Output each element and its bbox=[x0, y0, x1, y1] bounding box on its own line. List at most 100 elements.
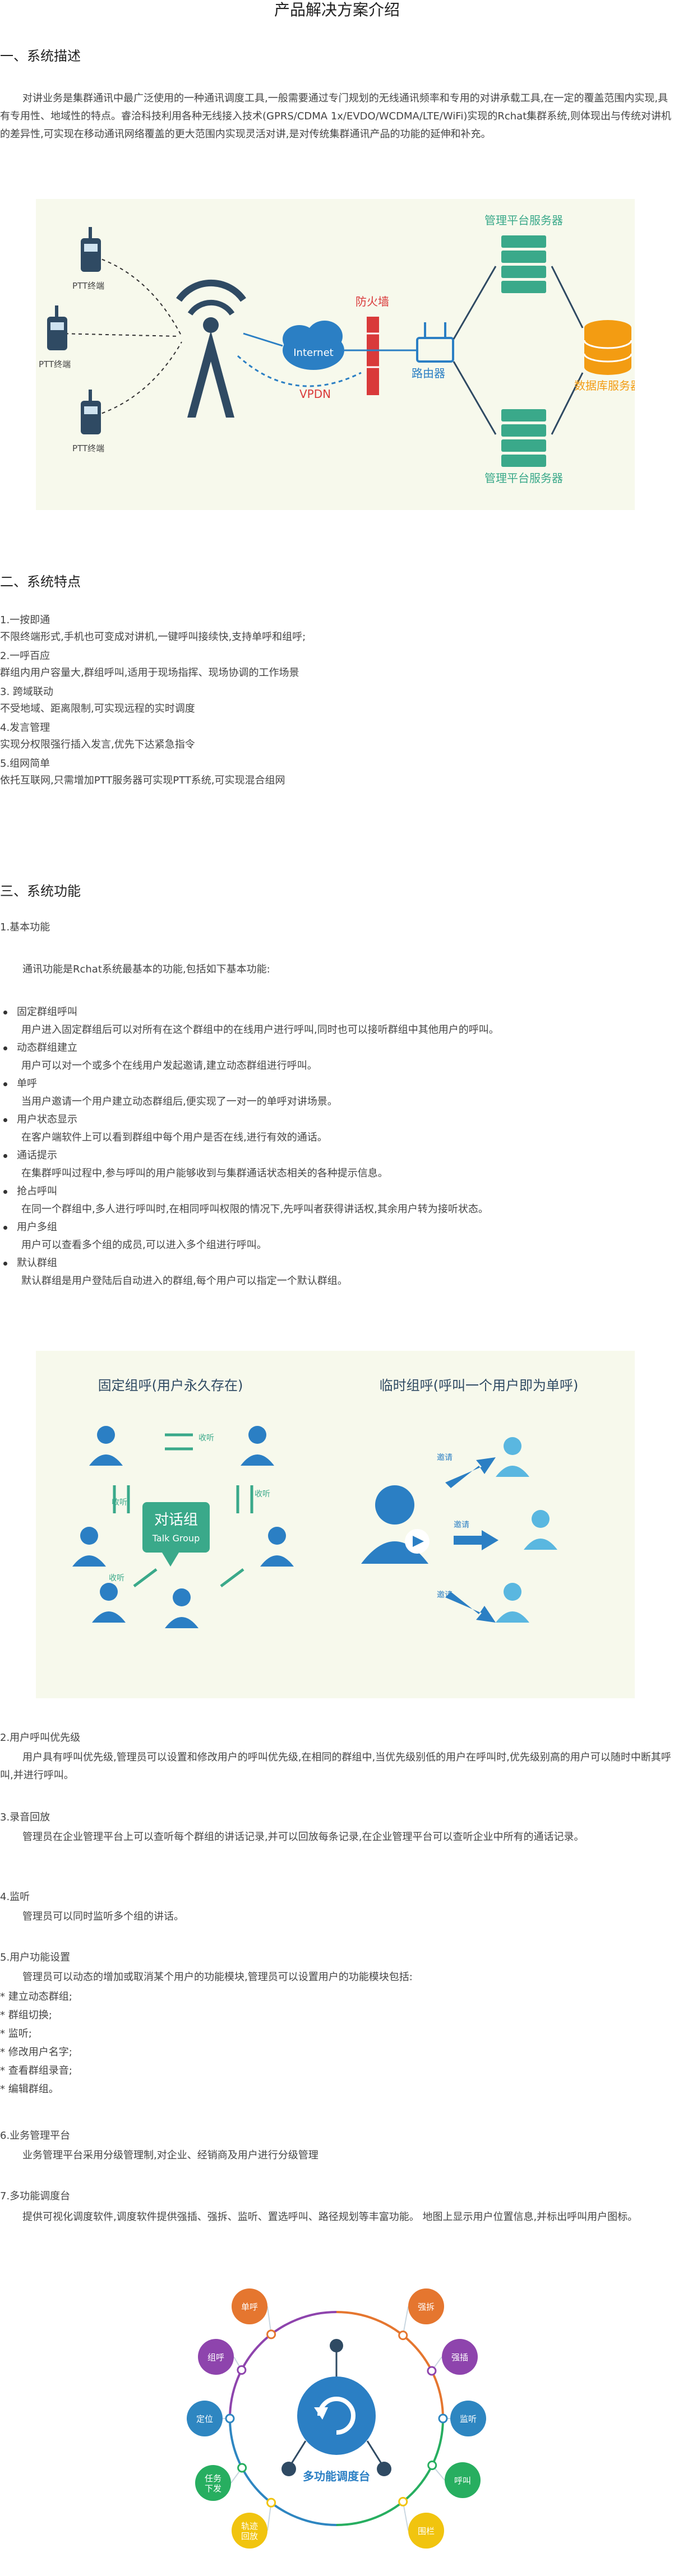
svg-text:收听: 收听 bbox=[255, 1490, 270, 1499]
dispatch-title: 7.多功能调度台 bbox=[0, 2190, 71, 2202]
basic-function-item: 默认群组默认群组是用户登陆后自动进入的群组,每个用户可以指定一个默认群组。 bbox=[0, 1254, 674, 1290]
usermgmt-item: * 编辑群组。 bbox=[0, 2080, 72, 2098]
dispatch-node-label: 组呼 bbox=[207, 2352, 224, 2362]
dispatch-console-diagram: 多功能调度台 单呼强拆组呼强插定位监听任务下发呼叫轨迹回放围栏 bbox=[129, 2273, 544, 2564]
basic-function-item: 动态群组建立用户可以对一个或多个在线用户发起邀请,建立动态群组进行呼叫。 bbox=[0, 1039, 674, 1075]
priority-desc: 用户具有呼叫优先级,管理员可以设置和修改用户的呼叫优先级,在相同的群组中,当优先… bbox=[0, 1752, 671, 1781]
firewall-icon bbox=[367, 317, 379, 395]
basic-function-intro: 通讯功能是Rchat系统最基本的功能,包括如下基本功能: bbox=[22, 963, 270, 975]
feature-title: 3. 跨域联动 bbox=[0, 686, 53, 698]
dispatch-node: 组呼 bbox=[198, 2339, 234, 2375]
basic-function-title: 1.基本功能 bbox=[0, 921, 50, 933]
basic-function-name: 通话提示 bbox=[17, 1150, 57, 1161]
tower-icon bbox=[176, 279, 246, 418]
ptt-terminal-label: PTT终端 bbox=[72, 443, 104, 453]
ptt-terminal-label: PTT终端 bbox=[72, 281, 104, 291]
feature-desc: 不限终端形式,手机也可变成对讲机,一键呼叫接续快,支持单呼和组呼; bbox=[0, 631, 306, 643]
dispatch-ring-dot bbox=[237, 2365, 247, 2375]
dispatch-console-svg: 多功能调度台 单呼强拆组呼强插定位监听任务下发呼叫轨迹回放围栏 bbox=[187, 2288, 486, 2549]
firewall-label: 防火墙 bbox=[356, 295, 389, 308]
dispatch-ring-dot bbox=[398, 2331, 408, 2341]
basic-function-desc: 当用户邀请一个用户建立动态群组后,便实现了一对一的单呼对讲场景。 bbox=[21, 1096, 338, 1108]
feature-title: 1.一按即通 bbox=[0, 614, 50, 626]
usermgmt-item-text: 群组切换; bbox=[8, 2009, 52, 2021]
network-diagram: PTT终端 PTT终端 PTT终端 Internet VPDN bbox=[36, 199, 641, 510]
basic-function-desc: 默认群组是用户登陆后自动进入的群组,每个用户可以指定一个默认群组。 bbox=[21, 1275, 348, 1287]
basic-function-item: 用户多组用户可以查看多个组的成员,可以进入多个组进行呼叫。 bbox=[0, 1218, 674, 1254]
router-label: 路由器 bbox=[412, 367, 445, 380]
usermgmt-item-text: 修改用户名字; bbox=[8, 2046, 72, 2058]
internet-cloud-icon: Internet bbox=[283, 321, 344, 370]
dispatch-ring-dot bbox=[237, 2463, 247, 2473]
feature-title: 4.发言管理 bbox=[0, 722, 50, 734]
dispatch-desc: 提供可视化调度软件,调度软件提供强插、强拆、监听、置选呼叫、路径规划等丰富功能。… bbox=[22, 2211, 638, 2223]
dispatch-node: 呼叫 bbox=[445, 2462, 481, 2498]
usermgmt-title: 5.用户功能设置 bbox=[0, 1952, 71, 1963]
group-call-diagram: 固定组呼(用户永久存在) 临时组呼(呼叫一个用户即为单呼) 对话组 Talk G… bbox=[36, 1351, 635, 1698]
platform-title: 6.业务管理平台 bbox=[0, 2130, 71, 2142]
network-diagram-svg: PTT终端 PTT终端 PTT终端 Internet VPDN bbox=[39, 214, 641, 485]
dispatch-ring-dot bbox=[225, 2413, 235, 2424]
dispatch-node-circle bbox=[408, 2513, 444, 2549]
dispatch-ring-dot bbox=[427, 2460, 437, 2470]
dispatch-node: 轨迹回放 bbox=[232, 2513, 267, 2549]
ptt-terminal-label: PTT终端 bbox=[39, 359, 71, 369]
dispatch-node: 定位 bbox=[187, 2401, 223, 2436]
dispatch-node: 单呼 bbox=[232, 2288, 267, 2324]
dispatch-node-label: 任务下发 bbox=[205, 2473, 221, 2494]
dispatch-node-label: 强插 bbox=[451, 2352, 468, 2362]
basic-function-desc: 在集群呼叫过程中,参与呼叫的用户能够收到与集群通话状态相关的各种提示信息。 bbox=[21, 1167, 388, 1179]
talk-group-cn: 对话组 bbox=[154, 1512, 198, 1528]
dispatch-node-label: 定位 bbox=[196, 2414, 213, 2424]
dispatch-connector bbox=[402, 2306, 409, 2336]
bullet-star-icon: * bbox=[0, 2028, 8, 2040]
feature-desc: 不受地域、距离限制,可实现远程的实时调度 bbox=[0, 703, 195, 715]
caller-icon bbox=[361, 1485, 430, 1564]
usermgmt-item-text: 监听; bbox=[8, 2028, 32, 2040]
temp-group-title: 临时组呼(呼叫一个用户即为单呼) bbox=[380, 1378, 579, 1393]
dispatch-node-label: 监听 bbox=[460, 2414, 477, 2424]
feature-desc: 依托互联网,只需增加PTT服务器可实现PTT系统,可实现混合组网 bbox=[0, 775, 285, 786]
dispatch-node-circle bbox=[232, 2288, 267, 2324]
dispatch-node-label: 强拆 bbox=[418, 2302, 435, 2312]
basic-function-name: 动态群组建立 bbox=[17, 1042, 77, 1054]
dispatch-node-circle bbox=[195, 2465, 231, 2501]
server-icon bbox=[501, 235, 546, 293]
usermgmt-item: * 查看群组录音; bbox=[0, 2061, 72, 2080]
usermgmt-item-text: 编辑群组。 bbox=[8, 2083, 59, 2095]
database-icon bbox=[583, 320, 633, 375]
server-icon bbox=[501, 409, 546, 467]
dispatch-node-label: 单呼 bbox=[241, 2302, 258, 2312]
basic-function-item: 抢占呼叫在同一个群组中,多人进行呼叫时,在相同呼叫权限的情况下,先呼叫者获得讲话… bbox=[0, 1183, 674, 1218]
dispatch-node-circle bbox=[408, 2288, 444, 2324]
record-title: 3.录音回放 bbox=[0, 1811, 50, 1823]
section-heading-description: 一、系统描述 bbox=[0, 48, 81, 64]
basic-function-item: 单呼当用户邀请一个用户建立动态群组后,便实现了一对一的单呼对讲场景。 bbox=[0, 1075, 674, 1111]
svg-text:邀请: 邀请 bbox=[437, 1453, 453, 1462]
dispatch-connector bbox=[402, 2501, 409, 2531]
dispatch-node-label: 围栏 bbox=[418, 2526, 435, 2536]
dispatch-node-circle bbox=[450, 2401, 486, 2436]
feature-title: 2.一呼百应 bbox=[0, 650, 50, 662]
basic-function-name: 单呼 bbox=[17, 1078, 37, 1090]
description-paragraph: 对讲业务是集群通讯中最广泛使用的一种通讯调度工具,一般需要通过专门规划的无线通讯… bbox=[0, 92, 671, 140]
usermgmt-item: * 群组切换; bbox=[0, 2006, 72, 2024]
feature-desc: 实现分权限强行插入发言,优先下达紧急指令 bbox=[0, 739, 195, 750]
dispatch-node-circle bbox=[232, 2513, 267, 2549]
server-label: 管理平台服务器 bbox=[484, 214, 563, 227]
usermgmt-item: * 建立动态群组; bbox=[0, 1987, 72, 2006]
router-icon bbox=[416, 322, 454, 363]
basic-function-desc: 在客户端软件上可以看到群组中每个用户是否在线,进行有效的通话。 bbox=[21, 1132, 327, 1143]
dispatch-node-circle bbox=[442, 2339, 478, 2375]
svg-text:收听: 收听 bbox=[109, 1574, 124, 1583]
server-label: 管理平台服务器 bbox=[484, 471, 563, 485]
basic-function-desc: 在同一个群组中,多人进行呼叫时,在相同呼叫权限的情况下,先呼叫者获得讲话权,其余… bbox=[21, 1203, 488, 1215]
basic-function-desc: 用户可以对一个或多个在线用户发起邀请,建立动态群组进行呼叫。 bbox=[21, 1060, 317, 1072]
usermgmt-item-text: 查看群组录音; bbox=[8, 2065, 72, 2077]
dispatch-node-circle bbox=[198, 2339, 234, 2375]
basic-function-item: 通话提示在集群呼叫过程中,参与呼叫的用户能够收到与集群通话状态相关的各种提示信息… bbox=[0, 1147, 674, 1183]
bullet-star-icon: * bbox=[0, 1991, 8, 2003]
section-heading-functions: 三、系统功能 bbox=[0, 883, 81, 899]
bullet-star-icon: * bbox=[0, 2083, 8, 2095]
